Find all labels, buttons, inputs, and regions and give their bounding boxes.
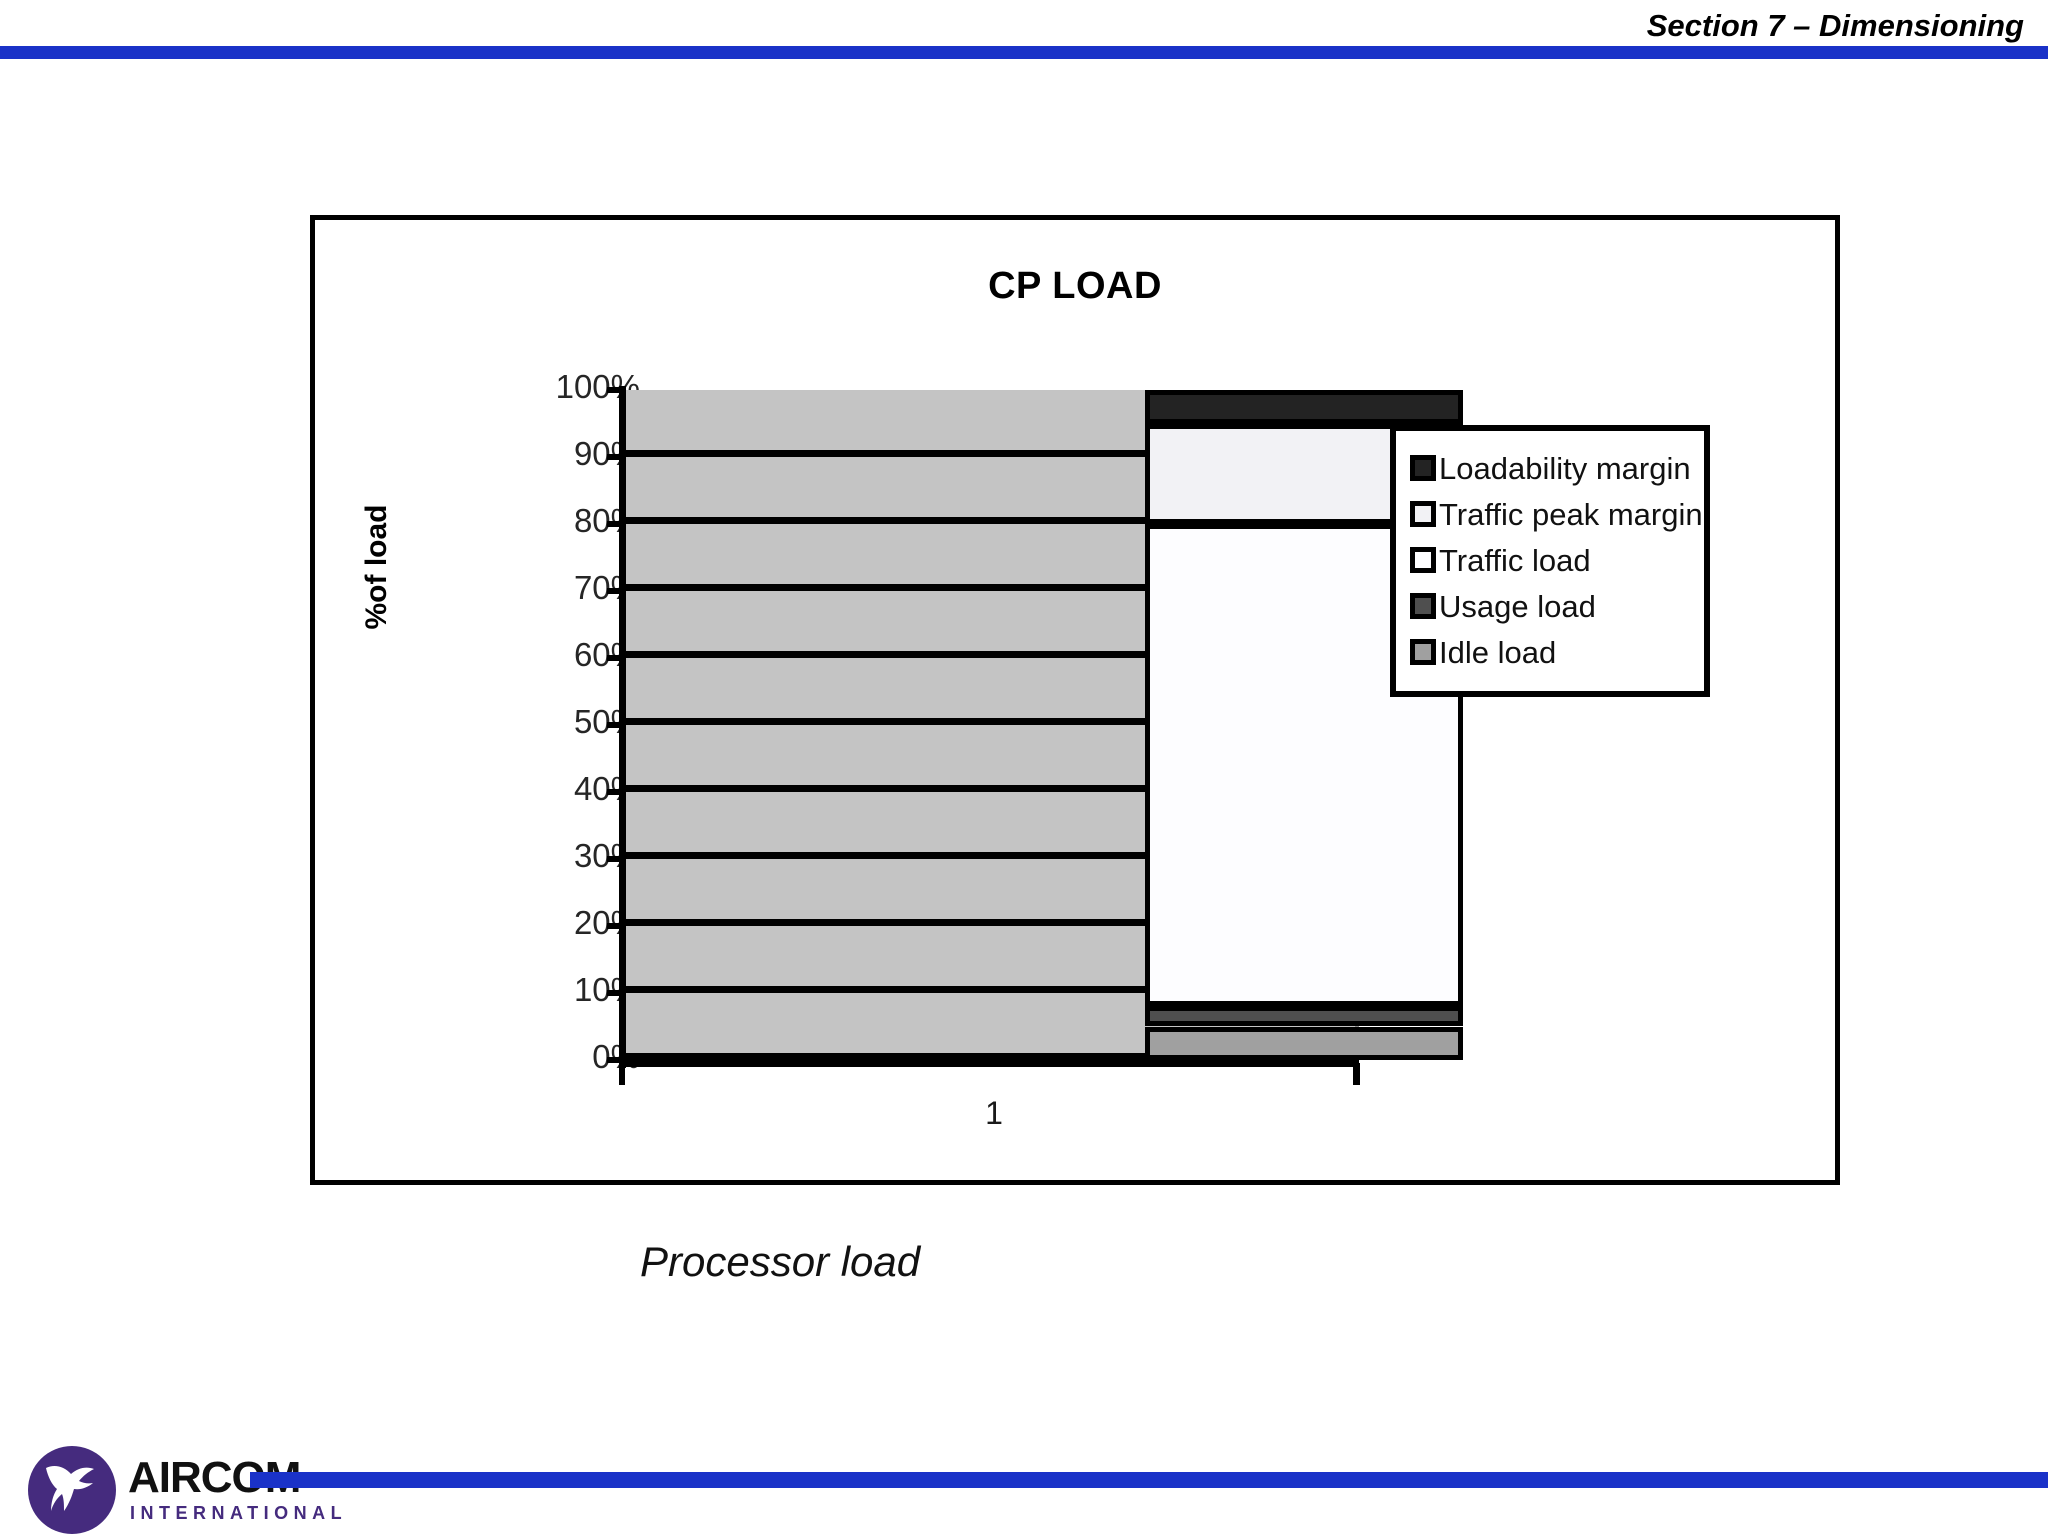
section-header-title: Section 7 – Dimensioning (1646, 8, 2024, 43)
grid-band (625, 792, 1355, 859)
aircom-logo: AIRCOM INTERNATIONAL (28, 1442, 358, 1534)
legend-label: Idle load (1439, 634, 1557, 670)
figure-caption: Processor load (640, 1238, 921, 1285)
footer-divider-rule (250, 1472, 2048, 1488)
x-axis-tick-left (619, 1063, 625, 1085)
y-tick-mark (607, 722, 625, 728)
y-axis-tick-labels: 100%90%80%70%60%50%40%30%20%10%0% (315, 220, 640, 1190)
legend-label: Traffic load (1439, 542, 1591, 578)
x-axis-tick-right (1353, 1063, 1360, 1085)
legend-item-traffic-peak-margin[interactable]: Traffic peak margin (1410, 491, 1703, 537)
y-tick-mark (607, 655, 625, 661)
legend-label: Traffic peak margin (1439, 496, 1703, 532)
legend-item-traffic-load[interactable]: Traffic load (1410, 537, 1692, 583)
grid-band (625, 390, 1355, 457)
grid-band (625, 926, 1355, 993)
y-tick-mark (607, 923, 625, 929)
y-tick-mark (607, 387, 625, 393)
y-tick-mark (607, 454, 625, 460)
grid-band (625, 591, 1355, 658)
legend-item-idle-load[interactable]: Idle load (1410, 629, 1692, 675)
legend-swatch-icon (1410, 547, 1436, 573)
legend-swatch-icon (1410, 593, 1436, 619)
header-divider-rule (0, 46, 2048, 59)
grid-band (625, 993, 1355, 1060)
plot-area (625, 390, 1463, 1060)
bird-icon (46, 1466, 94, 1511)
y-tick-mark (607, 588, 625, 594)
legend-label: Usage load (1439, 588, 1596, 624)
y-tick-mark (607, 990, 625, 996)
y-tick-mark (607, 1057, 625, 1063)
grid-band (625, 859, 1355, 926)
chart-title: CP LOAD (988, 265, 1162, 307)
legend-item-loadability-margin[interactable]: Loadability margin (1410, 445, 1692, 491)
legend-swatch-icon (1410, 455, 1436, 481)
logo-subwordmark: INTERNATIONAL (130, 1503, 348, 1523)
x-axis-category-label: 1 (985, 1095, 1003, 1131)
legend-item-usage-load[interactable]: Usage load (1410, 583, 1692, 629)
bar-segment-usage-load[interactable] (1145, 1006, 1463, 1027)
grid-band (625, 457, 1355, 524)
x-axis-line (619, 1060, 1359, 1067)
y-tick-mark (607, 856, 625, 862)
y-tick-mark (607, 789, 625, 795)
chart-container: CP LOAD %of load 100%90%80%70%60%50%40%3… (310, 215, 1840, 1185)
legend-swatch-icon (1410, 501, 1436, 527)
bar-segment-idle-load[interactable] (1145, 1026, 1463, 1060)
grid-band (625, 725, 1355, 792)
legend-swatch-icon (1410, 639, 1436, 665)
grid-band (625, 658, 1355, 725)
legend-label: Loadability margin (1439, 450, 1691, 486)
grid-band (625, 524, 1355, 591)
bar-segment-loadability-margin[interactable] (1145, 390, 1463, 424)
y-tick-mark (607, 521, 625, 527)
